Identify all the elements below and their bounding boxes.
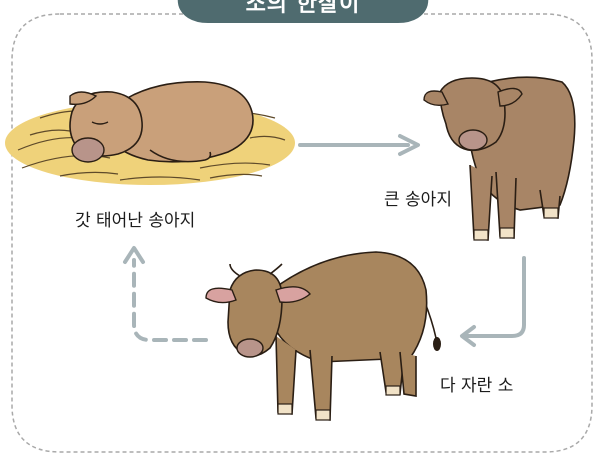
young-calf-hoof bbox=[473, 229, 489, 241]
dashed-frame bbox=[11, 13, 593, 453]
diagram-title: 소의 한살이 bbox=[245, 0, 361, 17]
arrow-adult-to-newborn bbox=[132, 258, 208, 342]
newborn-calf-illustration bbox=[5, 81, 295, 185]
newborn-leg-front bbox=[149, 149, 212, 163]
adult-cow-hoof-2 bbox=[315, 409, 331, 421]
adult-cow-ear-right bbox=[275, 286, 311, 304]
adult-cow-horn-right bbox=[269, 263, 283, 275]
newborn-body bbox=[107, 81, 254, 163]
cycle-arrows bbox=[123, 134, 526, 347]
newborn-eye bbox=[91, 121, 109, 125]
newborn-ear bbox=[69, 91, 98, 106]
arrow-calf-to-adult bbox=[464, 256, 526, 338]
young-calf-leg-front bbox=[469, 164, 493, 241]
stage-label-newborn: 갓 태어난 송아지 bbox=[75, 211, 196, 231]
young-calf-hoof-3 bbox=[543, 207, 559, 219]
stage-label-adult: 다 자란 소 bbox=[440, 376, 514, 396]
adult-cow-leg-4 bbox=[399, 351, 417, 397]
adult-cow-muzzle bbox=[236, 338, 264, 358]
young-calf-head bbox=[439, 77, 506, 152]
arrow-calf-to-adult-head bbox=[460, 325, 476, 347]
adult-cow-horn-left bbox=[229, 263, 241, 277]
arrow-adult-to-newborn-head bbox=[123, 246, 145, 264]
adult-cow-illustration bbox=[205, 251, 441, 421]
young-calf-ear-left bbox=[423, 90, 450, 107]
adult-cow-tail-tip bbox=[433, 337, 441, 351]
young-calf-hoof-2 bbox=[499, 227, 515, 239]
young-calf-ear-right bbox=[497, 87, 523, 107]
young-calf-illustration bbox=[423, 76, 576, 241]
adult-cow-hoof-1 bbox=[277, 403, 293, 415]
stage-label-young-calf: 큰 송아지 bbox=[384, 190, 452, 210]
arrow-newborn-to-calf-head bbox=[398, 134, 420, 156]
newborn-muzzle bbox=[71, 137, 105, 163]
adult-cow-hoof-3 bbox=[385, 385, 401, 396]
title-badge bbox=[177, 0, 429, 23]
adult-cow-body bbox=[271, 251, 428, 363]
young-calf-muzzle bbox=[458, 129, 488, 151]
adult-cow-ear-left bbox=[205, 287, 237, 304]
